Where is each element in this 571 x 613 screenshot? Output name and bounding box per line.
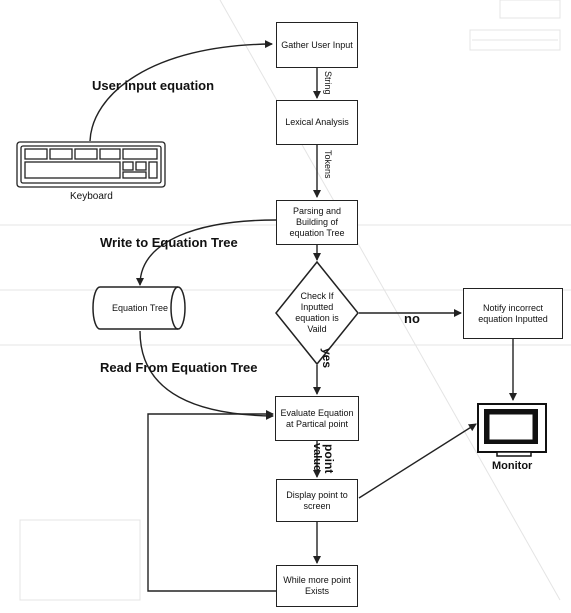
keyboard-icon — [16, 141, 166, 188]
monitor-label: Monitor — [492, 460, 533, 472]
keyboard-label: Keyboard — [70, 191, 113, 202]
gather-user-input-node: Gather User Input — [276, 22, 358, 68]
parsing-node: Parsing and Building of equation Tree — [276, 200, 358, 245]
monitor-icon — [477, 403, 547, 457]
read-from-equation-tree-label: Read From Equation Tree — [100, 360, 258, 375]
yes-label: yes — [320, 348, 334, 369]
check-valid-label: Check If Inputted equation is Vaild — [295, 291, 339, 334]
equation-tree-store — [92, 286, 186, 330]
decision-diamond — [275, 260, 359, 366]
evaluate-equation-node: Evaluate Equation at Partical point — [275, 396, 359, 441]
equation-tree-label: Equation Tree — [111, 303, 169, 313]
value-label: value — [311, 443, 323, 472]
notify-incorrect-node: Notify incorrect equation Inputted — [463, 288, 563, 339]
point-label: point — [322, 444, 336, 474]
display-point-node: Display point to screen — [276, 479, 358, 522]
no-label: no — [404, 311, 420, 326]
user-input-equation-label: User input equation — [92, 78, 215, 93]
connectors — [89, 40, 517, 592]
while-more-point-node: While more point Exists — [276, 565, 358, 607]
lexical-analysis-node: Lexical Analysis — [276, 100, 358, 145]
string-label: String — [323, 71, 333, 95]
write-to-equation-tree-label: Write to Equation Tree — [100, 235, 238, 250]
tokens-label: Tokens — [323, 150, 333, 179]
